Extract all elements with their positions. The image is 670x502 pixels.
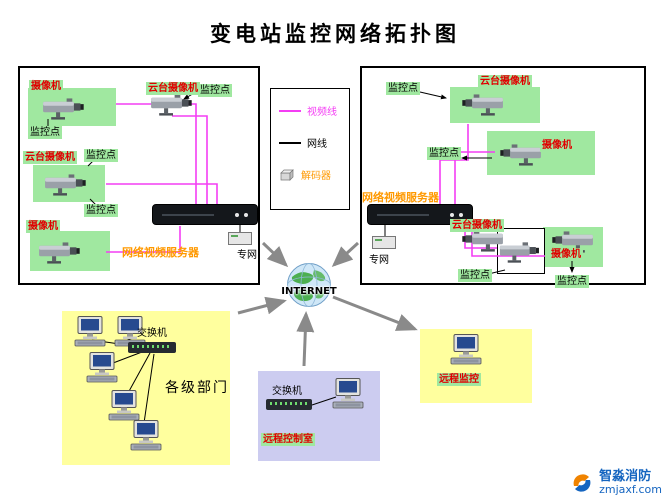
legend-item-network-line: 网线	[279, 135, 327, 150]
label-remote-monitoring: 远程监控	[437, 373, 481, 386]
video-line-swatch	[279, 109, 301, 112]
label-private-network: 专网	[369, 255, 389, 266]
network-line-swatch	[279, 141, 301, 144]
label-ptz-camera: 云台摄像机	[478, 75, 532, 88]
label-monitor-point: 监控点	[28, 126, 62, 139]
internet-globe-icon	[287, 263, 331, 307]
watermark: 智淼消防 zmjaxf.com	[570, 469, 662, 496]
camera-icon	[38, 240, 84, 266]
label-monitor-point: 监控点	[84, 204, 118, 217]
legend: 视频线 网线 解码器	[270, 88, 350, 210]
private-network-modem	[372, 236, 396, 249]
camera-icon	[496, 142, 542, 168]
computer-icon	[130, 420, 164, 452]
label-switch: 交换机	[137, 328, 167, 339]
brand-site: zmjaxf.com	[599, 483, 662, 496]
decoder-icon	[280, 168, 294, 181]
brand-logo-icon	[573, 473, 591, 492]
computer-icon	[450, 334, 484, 366]
ptz-camera-icon	[458, 92, 504, 118]
label-monitor-point: 监控点	[427, 147, 461, 160]
legend-decoder-label: 解码器	[301, 171, 331, 182]
video-server-device	[367, 204, 473, 225]
label-video-server: 网络视频服务器	[362, 191, 439, 204]
label-camera: 摄像机	[26, 220, 60, 233]
camera-icon	[499, 240, 543, 265]
label-monitor-point: 监控点	[84, 149, 118, 162]
label-monitor-point: 监控点	[458, 269, 492, 282]
computer-icon	[332, 378, 366, 410]
switch-device	[128, 342, 176, 353]
video-server-device	[152, 204, 258, 225]
label-switch: 交换机	[272, 386, 302, 397]
label-video-server: 网络视频服务器	[122, 246, 199, 259]
computer-icon	[108, 390, 142, 422]
label-ptz-camera: 云台摄像机	[450, 219, 504, 232]
label-ptz-camera: 云台摄像机	[23, 151, 77, 164]
label-departments: 各级部门	[165, 380, 229, 396]
label-monitor-point: 监控点	[386, 82, 420, 95]
label-camera: 摄像机	[549, 248, 583, 261]
legend-item-decoder: 解码器	[279, 167, 331, 182]
private-network-modem	[228, 232, 252, 245]
ptz-camera-icon	[150, 92, 196, 118]
page-title: 变电站监控网络拓扑图	[210, 22, 460, 46]
label-monitor-point: 监控点	[555, 275, 589, 288]
label-ptz-camera: 云台摄像机	[146, 82, 200, 95]
label-private-network: 专网	[237, 250, 257, 261]
legend-video-line-label: 视频线	[307, 107, 337, 118]
label-monitor-point: 监控点	[198, 84, 232, 97]
computer-icon	[86, 352, 120, 384]
label-camera: 摄像机	[540, 139, 574, 152]
legend-network-line-label: 网线	[307, 139, 327, 150]
camera-icon	[42, 96, 88, 122]
legend-item-video-line: 视频线	[279, 103, 337, 118]
switch-device	[266, 399, 312, 410]
computer-icon	[74, 316, 108, 348]
camera-icon	[44, 172, 90, 198]
label-control-room: 远程控制室	[261, 433, 315, 446]
label-camera: 摄像机	[29, 80, 63, 93]
brand-name: 智淼消防	[599, 469, 652, 484]
internet-label: INTERNET	[281, 286, 337, 297]
